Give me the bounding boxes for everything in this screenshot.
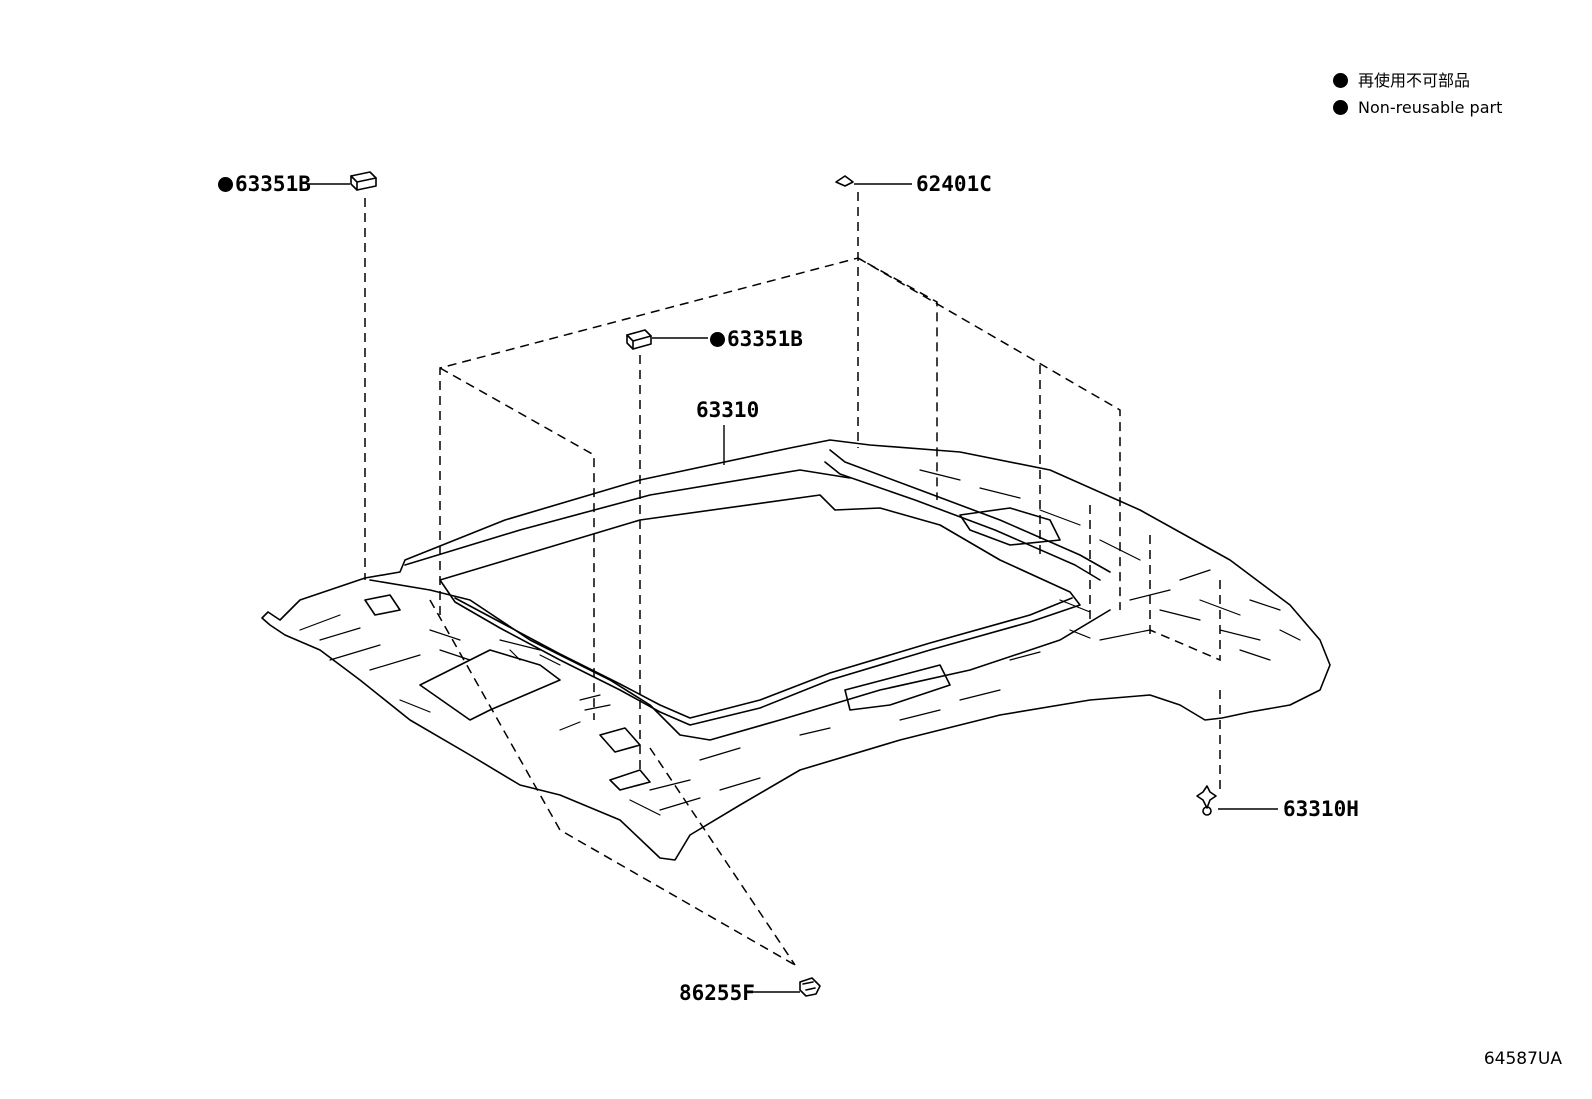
clip-86255F xyxy=(799,977,821,997)
sunroof-opening xyxy=(439,494,1081,726)
part-label-63351B-center[interactable]: 63351B xyxy=(710,327,803,351)
non-reusable-dot-icon xyxy=(710,332,725,347)
diagram-code: 64587UA xyxy=(1483,1049,1562,1069)
part-label-63351B-left[interactable]: 63351B xyxy=(218,172,311,196)
clip-63351B-left xyxy=(350,171,377,191)
headliner-outline xyxy=(261,439,1331,861)
legend-line-ja: 再使用不可部品 xyxy=(1333,71,1470,91)
legend-line-en: Non-reusable part xyxy=(1333,98,1502,118)
non-reusable-dot-icon xyxy=(218,177,233,192)
non-reusable-dot-icon xyxy=(1333,73,1348,88)
fastener-63310H xyxy=(1196,785,1217,809)
clip-62401C xyxy=(835,175,854,187)
non-reusable-dot-icon xyxy=(1333,100,1348,115)
part-label-63310[interactable]: 63310 xyxy=(696,398,760,422)
part-label-86255F[interactable]: 86255F xyxy=(679,981,755,1005)
clip-63351B-center xyxy=(626,329,652,350)
part-label-63310H[interactable]: 63310H xyxy=(1283,797,1359,821)
part-label-62401C[interactable]: 62401C xyxy=(916,172,992,196)
